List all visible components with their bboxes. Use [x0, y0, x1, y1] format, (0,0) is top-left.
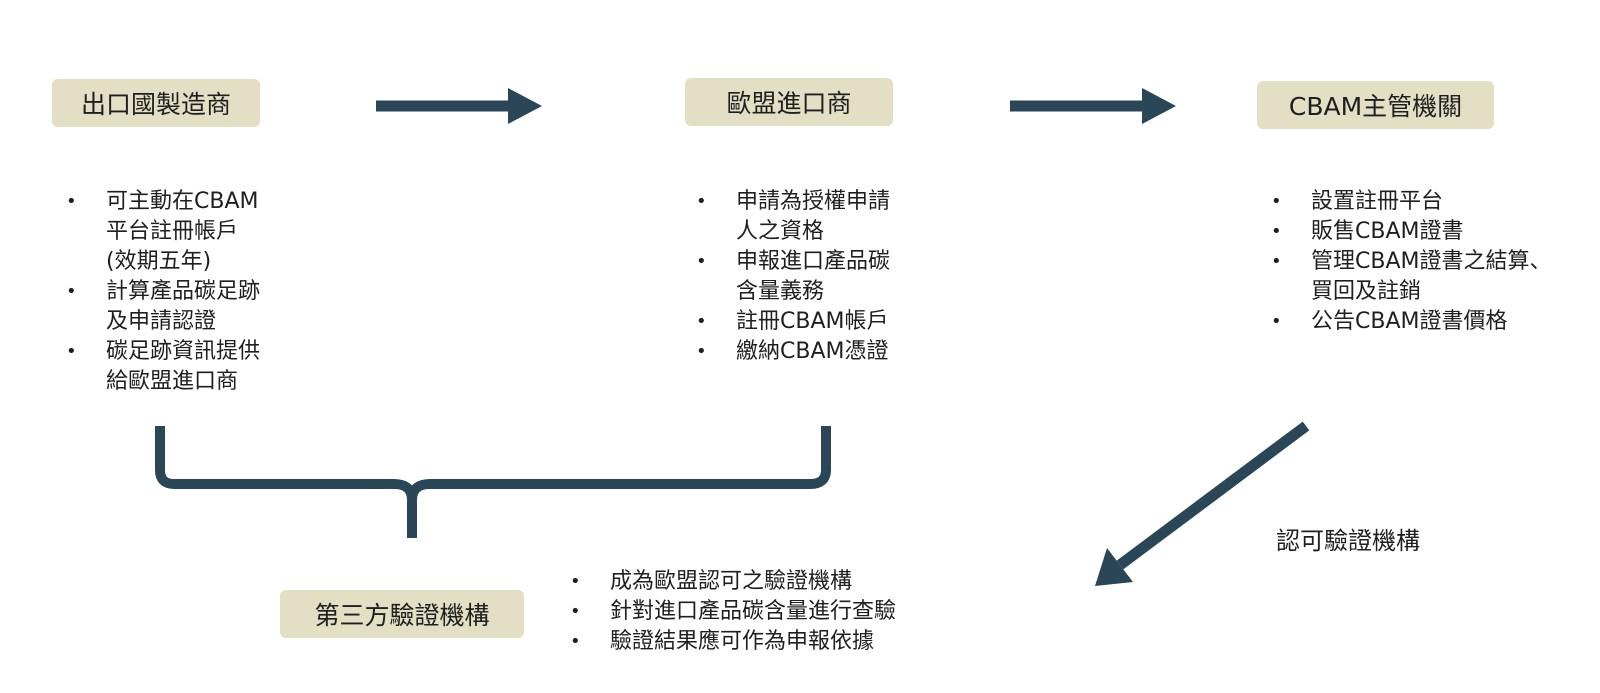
- importer-title: 歐盟進口商: [726, 89, 852, 118]
- verifier-label: 第三方驗證機構: [280, 590, 524, 638]
- arrow-importer-to-authority: [1010, 88, 1176, 124]
- authority-duties: 設置註冊平台 販售CBAM證書 管理CBAM證書之結算、 買回及註銷 公告CBA…: [1271, 187, 1591, 337]
- exporter-title: 出口國製造商: [80, 90, 231, 119]
- edge-label-accredit: 認可驗證機構: [1276, 521, 1420, 556]
- list-item: 公告CBAM證書價格: [1271, 307, 1591, 337]
- importer-label: 歐盟進口商: [685, 78, 893, 126]
- list-item: 碳足跡資訊提供 給歐盟進口商: [66, 337, 326, 397]
- exporter-label: 出口國製造商: [52, 79, 260, 127]
- authority-title: CBAM主管機關: [1288, 92, 1463, 121]
- arrow-authority-to-verifier: [1095, 421, 1310, 586]
- list-item: 申報進口產品碳 含量義務: [696, 247, 956, 307]
- exporter-duties: 可主動在CBAM 平台註冊帳戶 (效期五年) 計算產品碳足跡 及申請認證 碳足跡…: [66, 187, 326, 397]
- list-item: 針對進口產品碳含量進行查驗: [570, 597, 950, 627]
- verifier-title: 第三方驗證機構: [314, 601, 490, 630]
- list-item: 繳納CBAM憑證: [696, 337, 956, 367]
- list-item: 計算產品碳足跡 及申請認證: [66, 277, 326, 337]
- list-item: 設置註冊平台: [1271, 187, 1591, 217]
- list-item: 管理CBAM證書之結算、 買回及註銷: [1271, 247, 1591, 307]
- arrow-exporter-to-importer: [376, 88, 542, 124]
- verifier-duties: 成為歐盟認可之驗證機構 針對進口產品碳含量進行查驗 驗證結果應可作為申報依據: [570, 567, 950, 657]
- importer-duties: 申請為授權申請 人之資格 申報進口產品碳 含量義務 註冊CBAM帳戶 繳納CBA…: [696, 187, 956, 367]
- list-item: 申請為授權申請 人之資格: [696, 187, 956, 247]
- list-item: 可主動在CBAM 平台註冊帳戶 (效期五年): [66, 187, 326, 277]
- authority-label: CBAM主管機關: [1257, 81, 1494, 129]
- list-item: 驗證結果應可作為申報依據: [570, 627, 950, 657]
- list-item: 販售CBAM證書: [1271, 217, 1591, 247]
- brace-connector: [155, 426, 831, 538]
- list-item: 註冊CBAM帳戶: [696, 307, 956, 337]
- edge-label-text: 認可驗證機構: [1276, 527, 1420, 555]
- list-item: 成為歐盟認可之驗證機構: [570, 567, 950, 597]
